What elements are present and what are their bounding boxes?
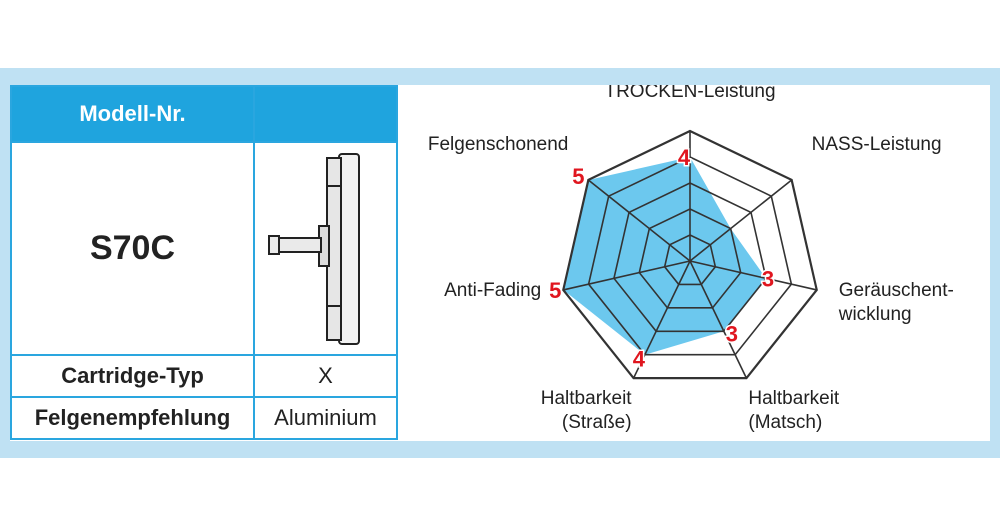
radar-chart: TROCKEN-LeistungNASS-LeistungGeräuschent… [428, 85, 954, 433]
row-label-rim-recommendation: Felgenempfehlung [10, 396, 255, 440]
header-model-number: Modell-Nr. [10, 85, 255, 143]
axis-label-5: Anti-Fading [444, 280, 541, 301]
radar-spoke-3 [689, 260, 748, 379]
brake-pad-image-cell [253, 141, 398, 356]
model-number: S70C [10, 141, 255, 356]
axis-label-0: TROCKEN-Leistung [604, 85, 775, 102]
value-label-5: 5 [549, 278, 561, 303]
row-value-cartridge-type: X [253, 354, 398, 398]
row-value-rim-recommendation: Aluminium [253, 396, 398, 440]
radar-grid-ring-3 [613, 182, 767, 333]
radar-grid-ring-5 [562, 129, 818, 380]
radar-spoke-4 [632, 260, 691, 379]
radar-spoke-5 [563, 260, 691, 291]
radar-grid-ring-2 [638, 208, 742, 309]
radar-spoke-6 [587, 179, 691, 262]
brake-pad-cartridge-icon [267, 153, 360, 345]
header-product-image [253, 85, 398, 143]
radar-spoke-1 [689, 179, 793, 262]
value-label-0: 4 [678, 145, 691, 170]
row-label-cartridge-type: Cartridge-Typ [10, 354, 255, 398]
value-label-2: 3 [762, 266, 774, 291]
axis-label-4: Haltbarkeit(Straße) [541, 388, 633, 433]
radar-spoke-2 [689, 260, 817, 291]
axis-label-2: Geräuschent-wicklung [838, 280, 954, 325]
radar-grid-ring-4 [587, 156, 793, 356]
radar-grid-ring-1 [663, 234, 717, 286]
value-label-6: 5 [572, 164, 584, 189]
value-label-3: 3 [726, 321, 738, 346]
axis-label-1: NASS-Leistung [812, 134, 942, 155]
axis-label-6: Felgenschonend [428, 134, 569, 155]
axis-label-3: Haltbarkeit(Matsch) [748, 388, 840, 433]
spec-table: Modell-Nr. S70C Cartridge-Typ X Felgenem… [10, 85, 398, 440]
value-label-4: 4 [633, 347, 646, 372]
